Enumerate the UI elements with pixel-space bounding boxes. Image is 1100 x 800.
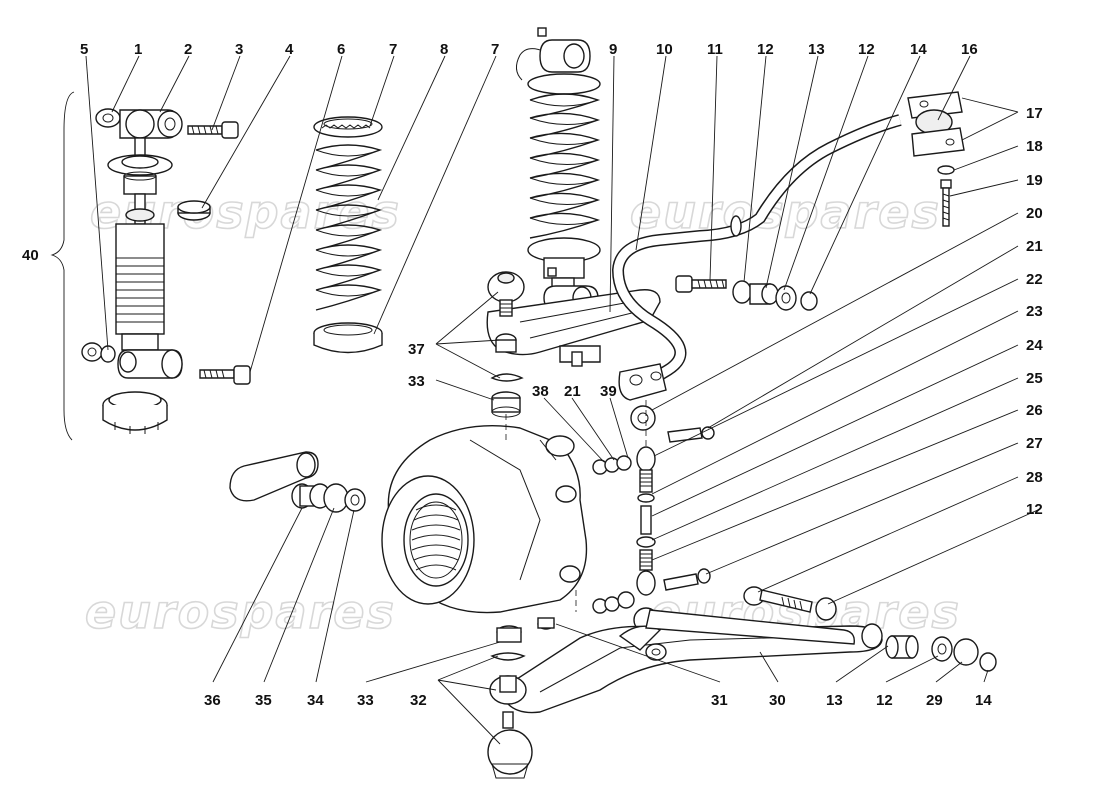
callout-3: 3 — [235, 41, 243, 58]
callout-34: 34 — [307, 692, 324, 709]
watermark-top-right: eurospares — [630, 185, 941, 239]
callout-36: 36 — [204, 692, 221, 709]
callout-30: 30 — [769, 692, 786, 709]
callout-33-lower: 33 — [357, 692, 374, 709]
callout-18: 18 — [1026, 138, 1043, 155]
callout-14-bottom: 14 — [975, 692, 992, 709]
coil-spring — [313, 116, 383, 354]
bolt-28 — [743, 586, 837, 621]
callout-28: 28 — [1026, 469, 1043, 486]
bolt-19-washer-18 — [937, 165, 955, 227]
callout-12-top-b: 12 — [858, 41, 875, 58]
callout-7-right: 7 — [491, 41, 499, 58]
callout-7-left: 7 — [389, 41, 397, 58]
callout-8: 8 — [440, 41, 448, 58]
hub-bolt-36-set — [229, 451, 366, 513]
callout-31: 31 — [711, 692, 728, 709]
callout-33-upper: 33 — [408, 373, 425, 390]
callout-12-top-a: 12 — [757, 41, 774, 58]
castle-nut-upper — [491, 391, 521, 418]
washer-4 — [177, 200, 211, 221]
callout-14-top: 14 — [910, 41, 927, 58]
callout-1: 1 — [134, 41, 142, 58]
upper-ball-joint — [487, 271, 525, 382]
watermark-bottom-left: eurospares — [85, 585, 396, 639]
callout-12-bottom: 12 — [876, 692, 893, 709]
coil-over-shock — [516, 27, 601, 311]
callout-9: 9 — [609, 41, 617, 58]
callout-27: 27 — [1026, 435, 1043, 452]
leader-lines — [85, 55, 1041, 745]
callout-26: 26 — [1026, 402, 1043, 419]
callout-11: 11 — [707, 41, 723, 58]
callout-40: 40 — [22, 247, 39, 264]
callout-16: 16 — [961, 41, 978, 58]
callout-37: 37 — [408, 341, 425, 358]
callout-labels: 5 1 2 3 4 6 7 8 7 9 10 11 12 13 12 14 16… — [22, 41, 1043, 709]
callout-21-right: 21 — [1026, 238, 1043, 255]
small-bushes-row-upper — [592, 455, 632, 475]
callout-20: 20 — [1026, 205, 1043, 222]
callout-13-bottom: 13 — [826, 692, 843, 709]
upper-wishbone — [486, 289, 661, 367]
lower-bush-set — [885, 635, 997, 672]
bolt-11-bush-set — [675, 275, 818, 311]
callout-19: 19 — [1026, 172, 1043, 189]
bolt-3 — [187, 121, 239, 139]
callout-12-right: 12 — [1026, 501, 1043, 518]
small-bushes-row-lower — [592, 591, 635, 614]
hub-carrier — [381, 425, 588, 614]
callout-13-top: 13 — [808, 41, 825, 58]
bolt-6 — [199, 365, 251, 385]
callout-32: 32 — [410, 692, 427, 709]
callout-22: 22 — [1026, 271, 1043, 288]
callout-4: 4 — [285, 41, 294, 58]
callout-29: 29 — [926, 692, 943, 709]
anti-roll-bar — [611, 114, 902, 401]
callout-23: 23 — [1026, 303, 1043, 320]
anti-roll-bar-clamp — [907, 91, 965, 157]
callout-17: 17 — [1026, 105, 1043, 122]
shock-absorber-assembly — [81, 108, 183, 434]
lower-wishbone — [499, 609, 883, 714]
callout-25: 25 — [1026, 370, 1043, 387]
group-40-bracket — [50, 91, 75, 441]
callout-2: 2 — [184, 41, 192, 58]
callout-39: 39 — [600, 383, 617, 400]
callout-35: 35 — [255, 692, 272, 709]
lower-ball-joint — [487, 617, 555, 779]
callout-10: 10 — [656, 41, 673, 58]
callout-38: 38 — [532, 383, 549, 400]
callout-24: 24 — [1026, 337, 1043, 354]
callout-5: 5 — [80, 41, 88, 58]
callout-6: 6 — [337, 41, 345, 58]
callout-21-center: 21 — [564, 383, 581, 400]
